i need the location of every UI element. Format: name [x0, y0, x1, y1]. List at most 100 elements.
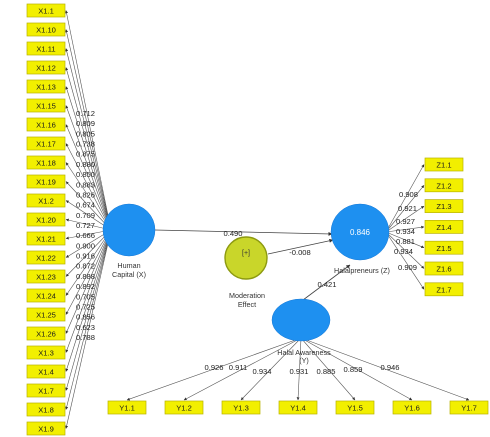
loading-value-y1-1: 0.926 — [204, 363, 223, 372]
indicator-box-z1-4[interactable] — [424, 220, 464, 234]
loading-line-x1-19 — [65, 181, 112, 231]
indicator-label-y1-7: Y1.7 — [461, 404, 477, 413]
indicator-box-y1-3[interactable] — [221, 400, 261, 415]
indicator-box-x1-10[interactable] — [26, 22, 66, 37]
indicator-box-x1-3[interactable] — [26, 345, 66, 360]
loading-line-x1-23 — [65, 229, 112, 277]
path-coef-y-to-z: 0.421 — [317, 280, 336, 289]
indicator-box-y1-4[interactable] — [278, 400, 318, 415]
loading-value-z1-7: 0.909 — [398, 263, 417, 272]
indicator-box-y1-1[interactable] — [107, 400, 147, 415]
halal-awareness-label-line1: Halal Awareness — [277, 348, 331, 357]
loading-line-z1-1 — [385, 164, 425, 233]
indicator-label-x1-25: X1.25 — [36, 311, 56, 320]
construct-halal-awareness[interactable]: Halal Awareness (Y) — [271, 298, 331, 365]
indicator-label-x1-2: X1.2 — [38, 197, 54, 206]
loading-value-x-16: 0.872 — [76, 262, 95, 271]
indicator-box-x1-18[interactable] — [26, 155, 66, 170]
indicator-box-z1-3[interactable] — [424, 199, 464, 213]
indicator-label-z1-1: Z1.1 — [436, 161, 451, 170]
loading-line-y1-7 — [300, 337, 470, 401]
indicator-box-z1-1[interactable] — [424, 157, 464, 172]
loading-value-x-14: 0.900 — [76, 241, 95, 250]
loading-value-x-6: 0.880 — [76, 160, 95, 169]
loading-value-z1-5: 0.881 — [396, 237, 415, 246]
indicator-box-z1-2[interactable] — [424, 178, 464, 193]
indicator-box-y1-2[interactable] — [164, 400, 204, 415]
path-y-to-z — [302, 264, 351, 301]
loading-line-x1-9 — [65, 229, 112, 429]
loading-value-x-18: 0.892 — [76, 282, 95, 291]
loading-line-x1-7 — [65, 229, 112, 391]
indicator-box-y1-5[interactable] — [335, 400, 375, 415]
indicator-label-x1-26: X1.26 — [36, 330, 56, 339]
indicator-box-x1-11[interactable] — [26, 41, 66, 56]
loading-line-y1-3 — [240, 337, 302, 401]
indicator-label-y1-2: Y1.2 — [176, 404, 192, 413]
loading-value-x-2: 0.809 — [76, 119, 95, 128]
loading-value-x-3: 0.805 — [76, 129, 95, 138]
indicator-box-x1-9[interactable] — [26, 421, 66, 436]
loading-value-y1-4: 0.931 — [289, 367, 308, 376]
loading-value-y1-2: 0.911 — [229, 363, 247, 372]
indicator-box-x1-26[interactable] — [26, 326, 66, 341]
indicator-label-x1-4: X1.4 — [38, 368, 54, 377]
human-capital-label-line1: Human — [117, 261, 140, 270]
indicator-box-y1-7[interactable] — [449, 400, 489, 415]
indicator-box-z1-6[interactable] — [424, 261, 464, 276]
loading-line-y1-2 — [183, 337, 302, 401]
loading-line-z1-4 — [385, 225, 425, 233]
indicator-box-x1-25[interactable] — [26, 307, 66, 322]
indicator-label-x1-10: X1.10 — [36, 26, 56, 35]
indicator-box-z1-7[interactable] — [424, 282, 464, 297]
indicator-label-y1-6: Y1.6 — [404, 404, 420, 413]
construct-human-capital[interactable]: Human Capital (X) — [102, 203, 156, 279]
indicator-box-x1-13[interactable] — [26, 79, 66, 94]
indicator-box-x1-12[interactable] — [26, 60, 66, 75]
indicator-box-x1-16[interactable] — [26, 117, 66, 132]
indicator-box-x1-1[interactable] — [26, 3, 66, 18]
indicator-label-x1-18: X1.18 — [36, 159, 56, 168]
loading-line-y1-5 — [300, 337, 356, 401]
indicator-box-y1-6[interactable] — [392, 400, 432, 415]
indicator-box-x1-15[interactable] — [26, 98, 66, 113]
loading-value-x-20: 0.725 — [76, 302, 95, 311]
indicator-label-x1-21: X1.21 — [36, 235, 56, 244]
indicator-box-x1-4[interactable] — [26, 364, 66, 379]
loading-line-x1-18 — [65, 162, 112, 231]
indicator-box-x1-21[interactable] — [26, 231, 66, 246]
loading-line-x1-4 — [65, 229, 112, 372]
indicator-box-x1-19[interactable] — [26, 174, 66, 189]
indicator-box-x1-7[interactable] — [26, 383, 66, 398]
indicator-label-z1-4: Z1.4 — [436, 223, 451, 232]
indicator-box-z1-5[interactable] — [424, 240, 464, 255]
loading-line-x1-3 — [65, 229, 112, 353]
halal-awareness-label-line2: (Y) — [299, 356, 309, 365]
indicator-box-x1-20[interactable] — [26, 212, 66, 227]
halalpreneurs-label: Halalpreneurs (Z) — [334, 266, 390, 275]
indicator-box-x1-8[interactable] — [26, 402, 66, 417]
moderation-symbol: [+] — [242, 250, 250, 257]
loading-value-x-5: 0.875 — [76, 150, 95, 159]
loading-line-x1-24 — [65, 229, 112, 296]
indicator-box-x1-23[interactable] — [26, 269, 66, 284]
indicator-label-x1-15: X1.15 — [36, 102, 56, 111]
loading-line-x1-11 — [65, 48, 112, 231]
indicator-box-x1-2[interactable] — [26, 193, 66, 208]
indicator-label-z1-5: Z1.5 — [436, 244, 451, 253]
indicator-label-x1-17: X1.17 — [36, 140, 56, 149]
indicator-label-y1-4: Y1.4 — [290, 404, 306, 413]
construct-halalpreneurs[interactable]: 0.846 Halalpreneurs (Z) — [330, 203, 390, 275]
indicator-label-y1-3: Y1.3 — [233, 404, 249, 413]
indicator-box-x1-24[interactable] — [26, 288, 66, 303]
loading-value-x-17: 0.888 — [76, 272, 95, 281]
loading-line-x1-17 — [65, 143, 112, 231]
loading-line-x1-8 — [65, 229, 112, 410]
indicator-box-x1-17[interactable] — [26, 136, 66, 151]
construct-moderation-effect[interactable]: [+] Moderation Effect — [224, 236, 268, 309]
indicator-label-x1-1: X1.1 — [38, 7, 54, 16]
loading-line-x1-10 — [65, 29, 112, 231]
indicator-box-x1-22[interactable] — [26, 250, 66, 265]
loading-value-x-9: 0.826 — [76, 190, 95, 199]
loading-value-y1-6: 0.859 — [343, 365, 362, 374]
